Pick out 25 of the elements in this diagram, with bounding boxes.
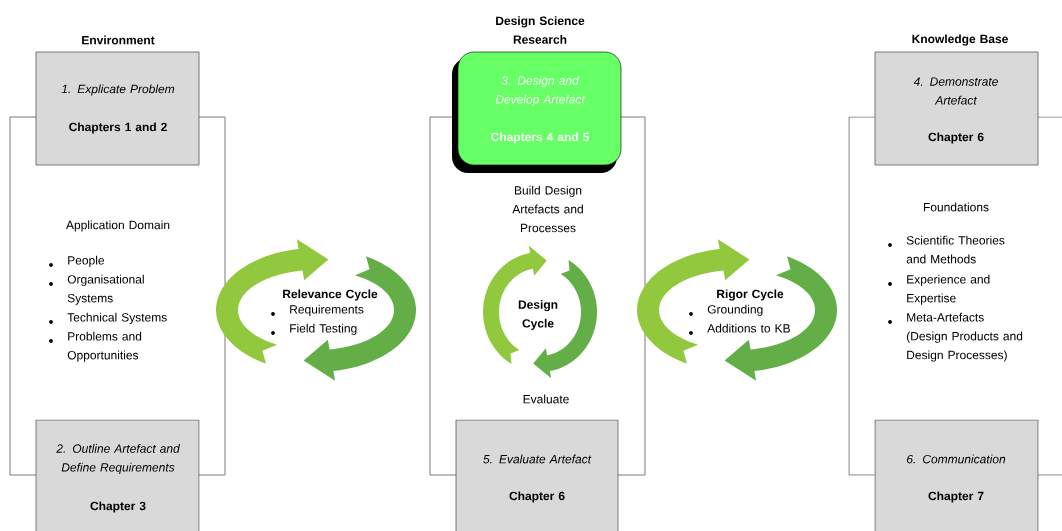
bullet-item: Experience and Expertise — [888, 274, 990, 305]
bullet-item: Grounding — [689, 304, 763, 316]
bullet-item: Technical Systems — [49, 312, 167, 324]
bullet-item: People — [49, 255, 104, 267]
section-title: Foundations — [923, 202, 989, 212]
bullet-item: Requirements — [271, 304, 364, 316]
bullet-item: Meta-Artefacts (Design Products and Design Processes) — [888, 312, 1023, 362]
bullet-item: Organisational Systems — [49, 274, 144, 305]
activity-label: Evaluate — [523, 394, 569, 404]
activity-label: Build Design Artefacts and Processes — [512, 185, 583, 233]
step-box: 2. Outline Artefact and Define Requirements Chapter 3 — [35, 419, 200, 531]
bullet-item: Additions to KB — [689, 323, 790, 335]
step-box: 1. Explicate Problem Chapters 1 and 2 — [35, 51, 200, 166]
step-box: 6. Communication Chapter 7 — [874, 419, 1039, 531]
column-heading: Design Science Research — [496, 16, 585, 44]
step-box: 3. Design and Develop Artefact Chapters 4 and 5 — [452, 51, 622, 173]
section-title: Application Domain — [66, 220, 170, 232]
bullet-item: Field Testing — [271, 323, 357, 335]
bullet-item: Scientific Theories and Methods — [888, 235, 1005, 264]
cycle-title: Relevance Cycle — [283, 289, 378, 301]
step-box: 4. Demonstrate Artefact Chapter 6 — [874, 51, 1039, 166]
bullet-item: Problems and Opportunities — [49, 331, 142, 362]
cycle-title: Design Cycle — [518, 300, 558, 330]
step-box: 5. Evaluate Artefact Chapter 6 — [455, 419, 619, 531]
cycle-title: Rigor Cycle — [717, 289, 784, 301]
